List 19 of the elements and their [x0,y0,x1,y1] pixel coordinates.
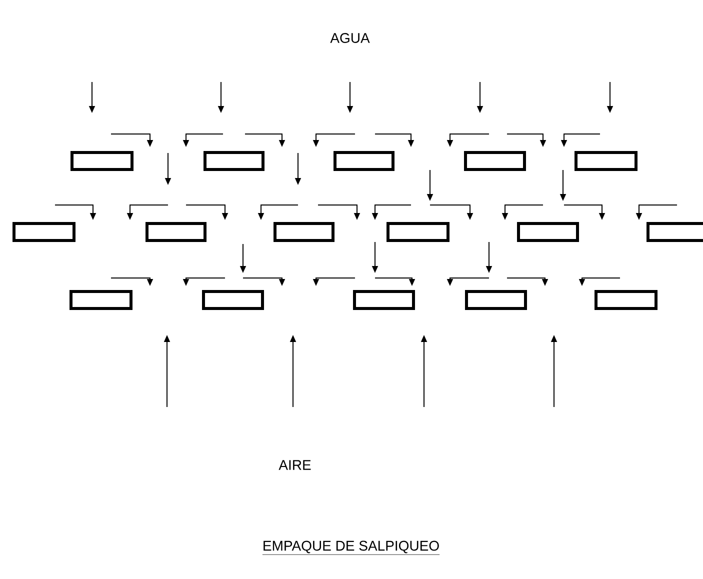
packing-slat [465,290,527,310]
packing-slat [464,151,526,171]
packing-slat [70,290,132,310]
packing-slat [70,151,134,171]
caption: EMPAQUE DE SALPIQUEO [262,540,440,555]
packing-slat [574,151,638,171]
flow-label: AIRE [278,460,311,470]
packing-slat [12,222,76,242]
packing-slat [334,151,394,171]
packing-slat [204,151,264,171]
flow-label: AGUA [330,33,370,43]
packing-slat [353,290,415,310]
packing-slat [517,222,579,242]
packing-slat [386,222,450,242]
packing-slat [146,222,206,242]
packing-slat [646,222,703,242]
packing-slat [594,290,658,310]
packing-slat [274,222,334,242]
packing-slat [202,290,264,310]
